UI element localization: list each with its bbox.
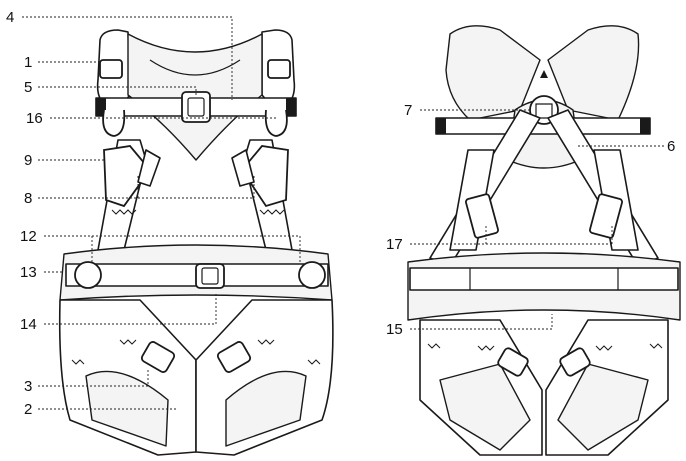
label-14: 14 bbox=[20, 316, 37, 333]
label-5: 5 bbox=[24, 79, 32, 96]
back-left-adjuster bbox=[465, 193, 499, 239]
label-3: 3 bbox=[24, 378, 32, 395]
front-waist-buckle bbox=[195, 263, 225, 289]
back-left-leg-pad bbox=[439, 363, 531, 451]
label-12: 12 bbox=[20, 228, 37, 245]
front-left-leg-buckle bbox=[140, 341, 176, 373]
front-left-shoulder-buckle bbox=[99, 59, 123, 79]
front-right-leg-buckle bbox=[216, 341, 252, 373]
label-17: 17 bbox=[386, 236, 403, 253]
leader-lines bbox=[22, 16, 664, 410]
label-6: 6 bbox=[667, 138, 675, 155]
front-view-harness bbox=[58, 29, 334, 456]
back-waist-belt bbox=[409, 267, 679, 291]
label-4: 4 bbox=[6, 9, 14, 26]
back-right-shoulder-pad bbox=[547, 25, 640, 121]
label-2: 2 bbox=[24, 401, 32, 418]
label-13: 13 bbox=[20, 264, 37, 281]
front-left-inner-strap bbox=[137, 149, 161, 187]
back-right-leg-buckle bbox=[559, 347, 591, 377]
front-left-chest-loop bbox=[102, 109, 126, 137]
front-right-shoulder-buckle bbox=[267, 59, 291, 79]
back-view-harness bbox=[407, 25, 681, 456]
label-9: 9 bbox=[24, 152, 32, 169]
front-left-side-d-ring bbox=[74, 261, 102, 289]
label-15: 15 bbox=[386, 321, 403, 338]
label-1: 1 bbox=[24, 54, 32, 71]
front-chest-buckle bbox=[181, 91, 211, 123]
front-left-adjuster bbox=[103, 145, 152, 208]
front-right-side-d-ring bbox=[298, 261, 326, 289]
front-right-adjuster bbox=[240, 145, 289, 208]
label-16: 16 bbox=[26, 110, 43, 127]
front-right-leg-pad bbox=[225, 370, 307, 447]
labels: 4 1 5 16 9 8 12 13 14 3 2 7 6 17 15 bbox=[6, 9, 675, 418]
label-7: 7 bbox=[404, 102, 412, 119]
front-right-chest-loop bbox=[264, 109, 288, 137]
back-right-adjuster bbox=[589, 193, 623, 239]
back-left-leg-buckle bbox=[497, 347, 529, 377]
label-8: 8 bbox=[24, 190, 32, 207]
back-right-leg-pad bbox=[557, 363, 649, 451]
